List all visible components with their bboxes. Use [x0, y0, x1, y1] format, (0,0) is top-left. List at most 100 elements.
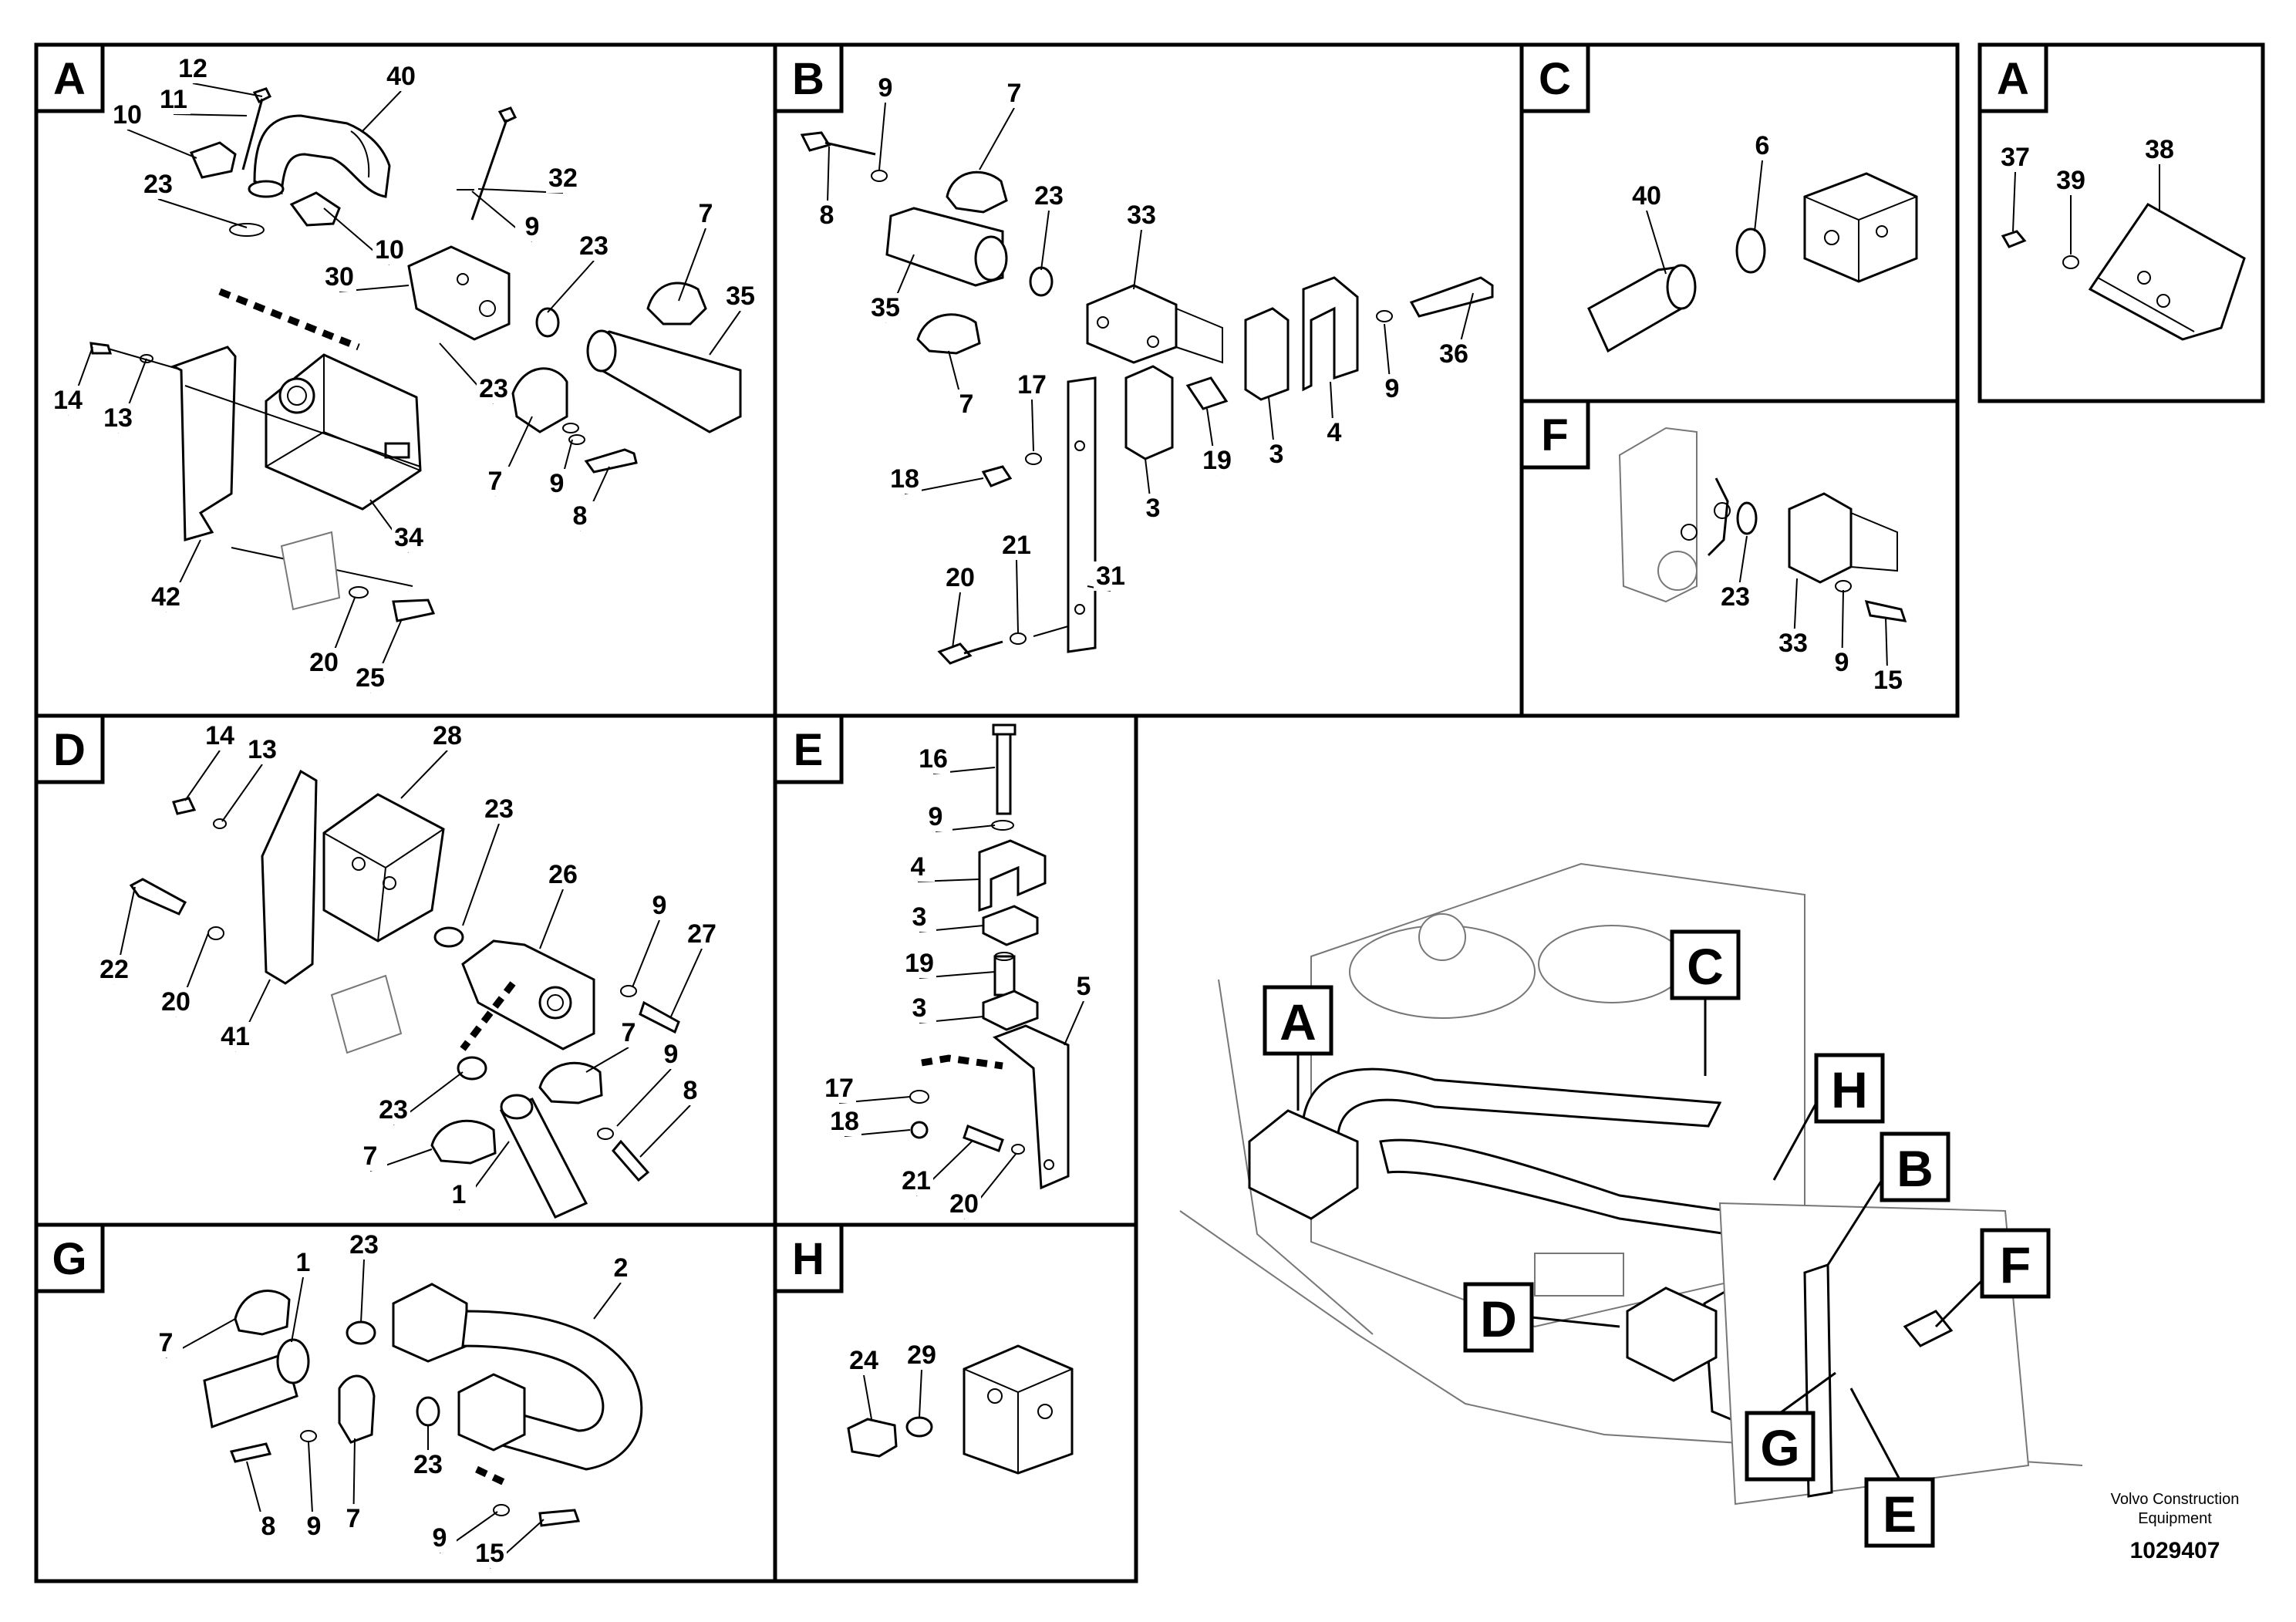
document-number: 1029407 [2130, 1538, 2220, 1563]
overview-label: C [1687, 938, 1724, 995]
callout-background [1745, 131, 1779, 160]
callout-number: 7 [959, 389, 974, 419]
leader-line [585, 1047, 629, 1073]
callout-a-25: 25 [353, 620, 402, 693]
callout-f-15: 15 [1871, 616, 1905, 696]
callout-background [1998, 143, 2032, 172]
callout-number: 42 [151, 582, 180, 612]
panel-letter-a2: A [1977, 42, 2048, 113]
callout-background [654, 1040, 688, 1069]
callout-e-3: 3 [902, 902, 984, 932]
leader-line [1031, 399, 1034, 452]
callout-number: 22 [99, 955, 129, 984]
callout-a-34: 34 [369, 499, 426, 553]
callout-number: 7 [159, 1328, 174, 1357]
callout-f-9: 9 [1825, 589, 1859, 678]
callout-number: 10 [113, 100, 142, 130]
callout-b-9: 9 [1375, 323, 1409, 404]
callout-number: 20 [161, 987, 190, 1017]
callout-number: 27 [687, 919, 716, 949]
callout-background [905, 1340, 939, 1370]
panel-f-frame [1519, 399, 1960, 718]
callout-number: 12 [178, 54, 207, 83]
leader-line [462, 823, 500, 926]
callout-number: 9 [433, 1523, 447, 1553]
callout-background [919, 802, 952, 831]
leader-line [639, 1104, 691, 1158]
leader-line [863, 1374, 872, 1420]
panel-letter-e: E [773, 713, 844, 784]
callout-e-5: 5 [1064, 972, 1101, 1046]
callout-background [2143, 135, 2176, 164]
callout-background [473, 1539, 507, 1568]
callout-e-21: 21 [899, 1141, 973, 1196]
callout-a-32: 32 [477, 164, 580, 194]
callout-a-23: 23 [439, 342, 511, 404]
credit-line-2: Equipment [2138, 1510, 2212, 1527]
callout-d-7: 7 [353, 1141, 433, 1172]
panel-d-frame [34, 713, 777, 1227]
callout-d-28: 28 [400, 721, 464, 799]
callout-g-2: 2 [593, 1253, 638, 1320]
callout-g-23: 23 [347, 1230, 381, 1324]
overview-label: H [1831, 1061, 1868, 1118]
callout-g-23: 23 [411, 1425, 445, 1479]
callout-background [612, 1018, 646, 1047]
callout-d-7: 7 [585, 1018, 646, 1073]
callout-number: 37 [2001, 143, 2030, 172]
callout-number: 9 [525, 212, 540, 241]
callout-a-35: 35 [709, 282, 757, 356]
callout-b-21: 21 [1000, 531, 1033, 633]
panel-letter-a: A [34, 42, 105, 113]
callout-number: 9 [929, 802, 943, 831]
callout-b-18: 18 [888, 464, 984, 494]
callout-number: 9 [307, 1512, 322, 1541]
leader-line [616, 1068, 672, 1127]
callout-background [723, 282, 757, 311]
overview-label-h: H [1772, 1053, 1885, 1181]
callout-a-11: 11 [157, 85, 248, 116]
leader-line [1754, 160, 1763, 232]
callout-number: 1 [452, 1180, 467, 1209]
callout-number: 34 [394, 523, 423, 552]
callout-b-19: 19 [1200, 408, 1234, 476]
callout-number: 7 [363, 1141, 378, 1171]
callout-a2-39: 39 [2054, 166, 2088, 255]
callout-number: 23 [579, 231, 609, 261]
callout-number: 9 [1385, 374, 1400, 403]
callout-number: 38 [2145, 135, 2174, 164]
callout-e-19: 19 [902, 949, 996, 979]
callout-e-17: 17 [822, 1074, 911, 1104]
callout-f-33: 33 [1776, 578, 1810, 659]
callout-b-35: 35 [868, 254, 915, 323]
callout-background [1825, 648, 1859, 677]
callout-d-23: 23 [376, 1071, 464, 1125]
overview-label-c: C [1670, 929, 1741, 1076]
leader-line [2012, 171, 2016, 232]
panel-d-drawing [129, 769, 680, 1219]
callout-number: 23 [349, 1230, 379, 1259]
panel-f-drawing [1618, 427, 1907, 622]
callout-b-31: 31 [1087, 561, 1128, 592]
callout-background [1200, 446, 1234, 475]
panel-e-frame [773, 713, 1138, 1227]
callout-background [384, 62, 418, 91]
callout-background [847, 1346, 881, 1375]
panel-letter-d: D [34, 713, 105, 784]
callout-background [1136, 494, 1170, 523]
callout-background [673, 1076, 707, 1105]
callout-background [141, 170, 175, 199]
callout-number: 9 [664, 1040, 679, 1069]
callout-background [546, 860, 580, 889]
callout-background [159, 987, 193, 1017]
callout-number: 23 [413, 1450, 443, 1479]
callout-a-20: 20 [307, 597, 356, 678]
callout-background [482, 794, 516, 824]
callout-background [901, 852, 935, 882]
callout-a-40: 40 [362, 62, 418, 132]
callout-background [245, 735, 279, 764]
callout-number: 2 [614, 1253, 629, 1283]
callout-background [899, 1166, 933, 1195]
callout-number: 19 [905, 949, 934, 978]
